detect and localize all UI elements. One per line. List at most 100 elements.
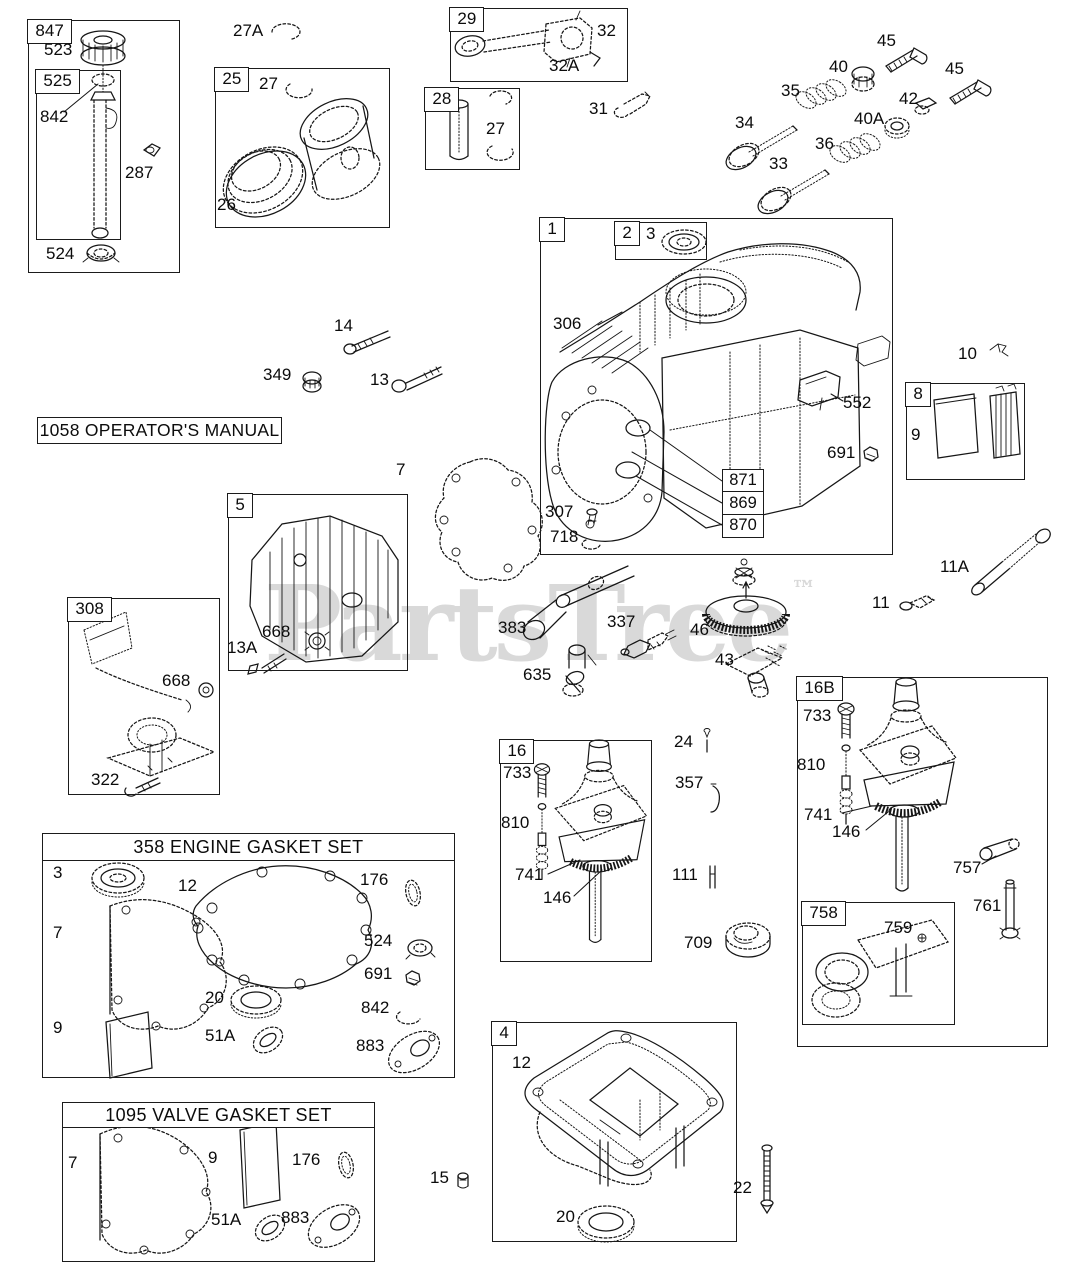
callout-3: 3: [646, 224, 656, 243]
group-box-5: 5: [227, 493, 408, 671]
callout-32A: 32A: [549, 56, 580, 75]
callout-733: 733: [803, 706, 832, 725]
trademark-symbol: ™: [791, 575, 817, 604]
titled-box-header: 358 ENGINE GASKET SET: [43, 834, 454, 861]
callout-733: 733: [503, 763, 532, 782]
group-box-tag-29: 29: [449, 7, 485, 32]
callout-357: 357: [675, 773, 704, 792]
callout-42: 42: [899, 89, 918, 108]
callout-757: 757: [953, 858, 982, 877]
titled-box: 358 ENGINE GASKET SET: [42, 833, 455, 1078]
group-box-29: 29: [449, 7, 628, 82]
callout-13: 13: [370, 370, 389, 389]
callout-14: 14: [334, 316, 353, 335]
callout-306: 306: [553, 314, 582, 333]
callout-33: 33: [769, 154, 788, 173]
callout-9: 9: [53, 1018, 63, 1037]
callout-668: 668: [162, 671, 191, 690]
group-box-1: 1: [539, 217, 893, 555]
callout-40: 40: [829, 57, 848, 76]
callout-35: 35: [781, 81, 800, 100]
callout-635: 635: [523, 665, 552, 684]
group-box-tag-1: 1: [539, 217, 565, 242]
callout-20: 20: [556, 1207, 575, 1226]
callout-11A: 11A: [940, 557, 969, 576]
group-box-tag-5: 5: [227, 493, 253, 518]
callout-11: 11: [872, 593, 890, 612]
callout-524: 524: [364, 931, 393, 950]
callout-810: 810: [797, 755, 826, 774]
group-box-28: 28: [424, 87, 520, 170]
group-box-25: 25: [214, 67, 390, 228]
callout-22: 22: [733, 1178, 752, 1197]
group-box-16B: 16B: [796, 676, 1048, 1047]
banner-box: 1058 OPERATOR'S MANUAL: [37, 417, 282, 444]
group-box-308: 308: [67, 597, 220, 795]
callout-842: 842: [361, 998, 390, 1017]
group-box-tag-308: 308: [67, 597, 112, 622]
callout-741: 741: [804, 805, 833, 824]
callout-32: 32: [597, 21, 616, 40]
callout-668: 668: [262, 622, 291, 641]
callout-27: 27: [486, 119, 505, 138]
callout-9: 9: [911, 425, 921, 444]
group-box-847: 847: [27, 19, 180, 273]
callout-810: 810: [501, 813, 530, 832]
callout-176: 176: [292, 1150, 321, 1169]
callout-883: 883: [281, 1208, 310, 1227]
group-box-tag-16: 16: [499, 739, 535, 764]
group-box-tag-525: 525: [35, 69, 80, 94]
callout-709: 709: [684, 933, 713, 952]
callout-9: 9: [208, 1148, 218, 1167]
callout-146: 146: [543, 888, 572, 907]
callout-45: 45: [945, 59, 964, 78]
group-box-tag-847: 847: [27, 19, 72, 44]
callout-45: 45: [877, 31, 896, 50]
group-box-tag-25: 25: [214, 67, 250, 92]
callout-761: 761: [973, 896, 1002, 915]
callout-46: 46: [690, 620, 709, 639]
group-box-758: 758: [801, 901, 955, 1025]
callout-307: 307: [545, 502, 574, 521]
callout-51A: 51A: [205, 1026, 236, 1045]
callout-176: 176: [360, 870, 389, 889]
group-box-2: 2: [614, 221, 707, 260]
group-box-tag-8: 8: [905, 382, 931, 407]
group-box-tag-2: 2: [614, 221, 640, 246]
callout-552: 552: [843, 393, 872, 412]
callout-524: 524: [46, 244, 75, 263]
callout-523: 523: [44, 40, 73, 59]
callout-34: 34: [735, 113, 754, 132]
callout-27A: 27A: [233, 21, 264, 40]
callout-51A: 51A: [211, 1210, 242, 1229]
titled-box-header: 1095 VALVE GASKET SET: [63, 1103, 374, 1128]
callout-40A: 40A: [854, 109, 885, 128]
callout-10: 10: [958, 344, 977, 363]
ref-box-871: 871: [722, 468, 764, 493]
callout-337: 337: [607, 612, 636, 631]
callout-842: 842: [40, 107, 69, 126]
callout-24: 24: [674, 732, 693, 751]
ref-box-869: 869: [722, 491, 764, 515]
group-box-tag-16B: 16B: [796, 676, 843, 701]
group-box-tag-4: 4: [491, 1021, 517, 1046]
titled-box: 1095 VALVE GASKET SET: [62, 1102, 375, 1262]
callout-13A: 13A: [227, 638, 258, 657]
callout-111: 111: [672, 865, 698, 884]
callout-7: 7: [68, 1153, 78, 1172]
callout-349: 349: [263, 365, 292, 384]
group-box-tag-28: 28: [424, 87, 460, 112]
callout-26: 26: [217, 195, 236, 214]
callout-7: 7: [53, 923, 63, 942]
callout-36: 36: [815, 134, 834, 153]
callout-383: 383: [498, 618, 527, 637]
ref-box-870: 870: [722, 513, 764, 538]
group-box-4: 4: [491, 1021, 737, 1242]
callout-15: 15: [430, 1168, 449, 1187]
callout-322: 322: [91, 770, 120, 789]
callout-43: 43: [715, 650, 734, 669]
callout-883: 883: [356, 1036, 385, 1055]
callout-759: 759: [884, 918, 913, 937]
